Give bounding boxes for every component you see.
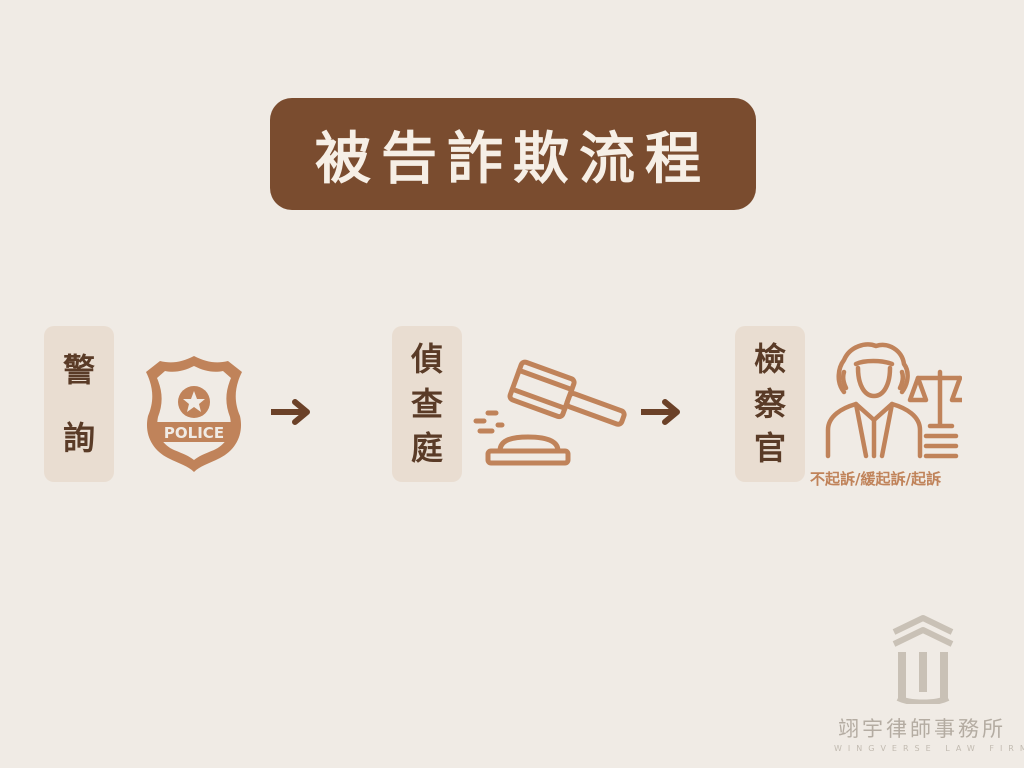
step-label-char: 察 <box>753 384 786 423</box>
firm-name: 翊宇律師事務所 <box>838 717 1006 741</box>
judge-scales-icon <box>825 342 962 459</box>
step-label-char: 偵 <box>410 340 443 379</box>
diagram-title: 被告詐欺流程 <box>315 125 711 192</box>
step-investigation-court-card: 偵 查 庭 <box>392 326 462 482</box>
step-label-char: 警 <box>62 350 95 389</box>
pillar-logo-icon <box>892 615 954 704</box>
prosecutor-outcomes: 不起訴/緩起訴/起訴 <box>810 470 941 488</box>
police-badge-icon: POLICE <box>146 356 242 472</box>
step-label-char: 檢 <box>753 340 786 379</box>
step-label-char: 庭 <box>410 429 443 468</box>
gavel-icon <box>473 359 627 466</box>
arrow-right-icon <box>641 399 680 425</box>
arrow-right-icon <box>271 399 310 425</box>
step-label-char: 官 <box>753 429 786 468</box>
step-prosecutor-card: 檢 察 官 <box>735 326 805 482</box>
step-police-interrogation-card: 警 詢 <box>44 326 114 482</box>
step-label-char: 詢 <box>62 419 95 457</box>
title-banner: 被告詐欺流程 <box>270 98 756 210</box>
firm-english-name: WINGVERSE LAW FIRM <box>834 744 1024 753</box>
police-badge-text: POLICE <box>164 424 224 442</box>
step-label-char: 查 <box>410 384 443 423</box>
